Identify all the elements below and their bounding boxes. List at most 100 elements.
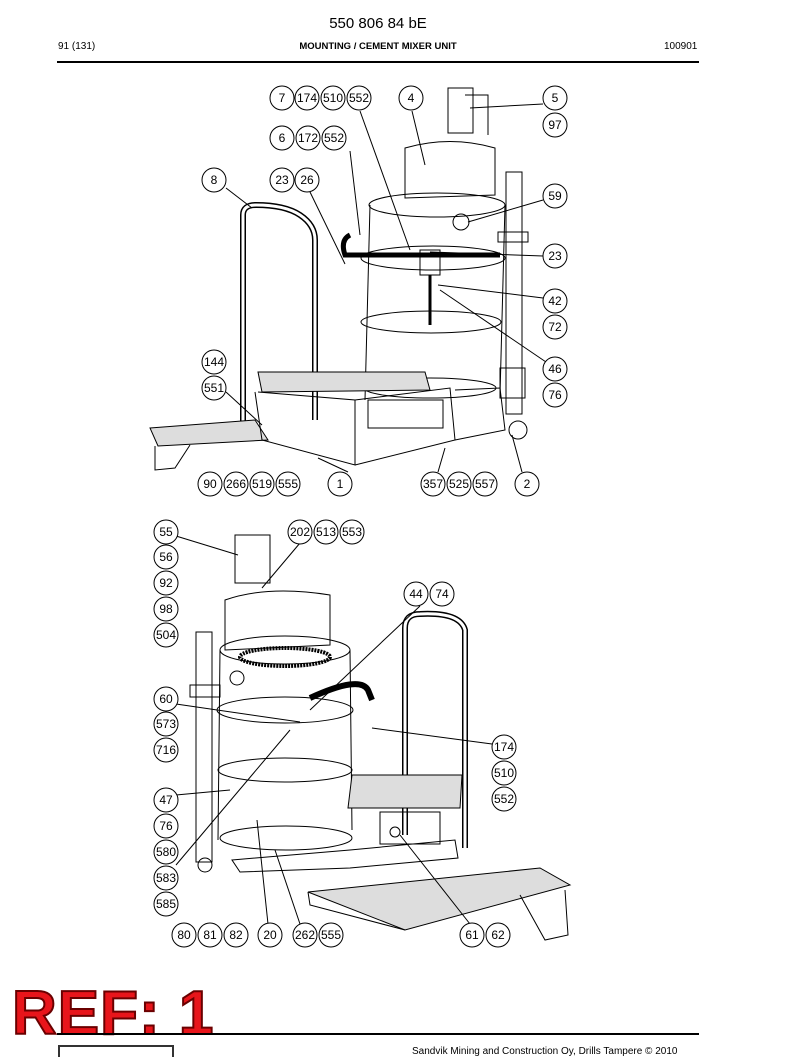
header-rule (57, 61, 699, 63)
callout-label: 552 (349, 91, 369, 105)
callout: 23 (542, 243, 568, 269)
callout: 519 (249, 471, 275, 497)
callout-balloons: 7 174 510 552 4 5 97 6 172 552 8 23 26 5… (153, 85, 568, 948)
callout-label: 504 (156, 628, 176, 642)
callout-label: 44 (409, 587, 423, 601)
callout-label: 551 (204, 381, 224, 395)
callout-label: 80 (177, 928, 191, 942)
page-number: 91 (131) (58, 41, 96, 52)
callout: 7 (269, 85, 295, 111)
callout: 92 (153, 570, 179, 596)
callout-label: 202 (290, 525, 310, 539)
upper-assembly-drawing (149, 87, 529, 471)
callout-label: 74 (435, 587, 449, 601)
callout: 2 (514, 471, 540, 497)
callout-label: 76 (548, 388, 562, 402)
callout-label: 47 (159, 793, 173, 807)
callout: 61 (459, 922, 485, 948)
callout: 583 (153, 865, 179, 891)
callout: 76 (542, 382, 568, 408)
callout: 144 (201, 349, 227, 375)
callout: 4 (398, 85, 424, 111)
callout-label: 81 (203, 928, 217, 942)
callout-label: 716 (156, 743, 176, 757)
callout: 46 (542, 356, 568, 382)
callout: 504 (153, 622, 179, 648)
callout-label: 580 (156, 845, 176, 859)
callout-label: 72 (548, 320, 562, 334)
callout: 555 (275, 471, 301, 497)
callout: 553 (339, 519, 365, 545)
callout: 557 (472, 471, 498, 497)
callout-label: 26 (300, 173, 314, 187)
callout: 42 (542, 288, 568, 314)
callout-label: 513 (316, 525, 336, 539)
callout: 266 (223, 471, 249, 497)
callout: 8 (201, 167, 227, 193)
company-logo (58, 1045, 174, 1057)
callout-label: 510 (323, 91, 343, 105)
callout: 573 (153, 711, 179, 737)
callout: 555 (318, 922, 344, 948)
callout: 510 (320, 85, 346, 111)
callout-label: 61 (465, 928, 479, 942)
callout: 81 (197, 922, 223, 948)
callout-label: 97 (548, 118, 562, 132)
footer-rule (57, 1033, 699, 1035)
callout: 551 (201, 375, 227, 401)
callout-label: 555 (321, 928, 341, 942)
callout-label: 5 (552, 91, 559, 105)
footer-copyright: Sandvik Mining and Construction Oy, Dril… (412, 1046, 678, 1057)
callout-label: 90 (203, 477, 217, 491)
callout: 585 (153, 891, 179, 917)
callout: 172 (295, 125, 321, 151)
callout-label: 585 (156, 897, 176, 911)
callout-label: 552 (494, 792, 514, 806)
callout-label: 59 (548, 189, 562, 203)
callout: 74 (429, 581, 455, 607)
callout-label: 583 (156, 871, 176, 885)
callout-label: 56 (159, 550, 173, 564)
callout: 23 (269, 167, 295, 193)
callout-label: 557 (475, 477, 495, 491)
callout: 5 (542, 85, 568, 111)
callout: 174 (491, 734, 517, 760)
callout: 1 (327, 471, 353, 497)
callout-label: 46 (548, 362, 562, 376)
callout-label: 553 (342, 525, 362, 539)
callout: 262 (292, 922, 318, 948)
document-number: 550 806 84 bE (329, 15, 427, 32)
callout-label: 525 (449, 477, 469, 491)
callout: 90 (197, 471, 223, 497)
callout: 716 (153, 737, 179, 763)
callout-label: 1 (337, 477, 344, 491)
callout-label: 76 (159, 819, 173, 833)
callout-label: 62 (491, 928, 505, 942)
callout-label: 510 (494, 766, 514, 780)
callout-label: 60 (159, 692, 173, 706)
callout-label: 98 (159, 602, 173, 616)
callout-label: 144 (204, 355, 224, 369)
callout: 20 (257, 922, 283, 948)
callout: 55 (153, 519, 179, 545)
callout: 580 (153, 839, 179, 865)
callout: 174 (294, 85, 320, 111)
callout-label: 174 (297, 91, 317, 105)
callout-label: 7 (279, 91, 286, 105)
callout: 357 (420, 471, 446, 497)
callout-label: 8 (211, 173, 218, 187)
callout-label: 519 (252, 477, 272, 491)
callout: 97 (542, 112, 568, 138)
callout-label: 23 (275, 173, 289, 187)
callout-label: 20 (263, 928, 277, 942)
ref-stamp: REF: 1 (11, 979, 215, 1048)
callout: 552 (346, 85, 372, 111)
callout: 552 (491, 786, 517, 812)
callout: 44 (403, 581, 429, 607)
callout-label: 172 (298, 131, 318, 145)
callout-label: 573 (156, 717, 176, 731)
callout-label: 552 (324, 131, 344, 145)
lower-assembly-drawing (189, 534, 572, 941)
callout: 82 (223, 922, 249, 948)
